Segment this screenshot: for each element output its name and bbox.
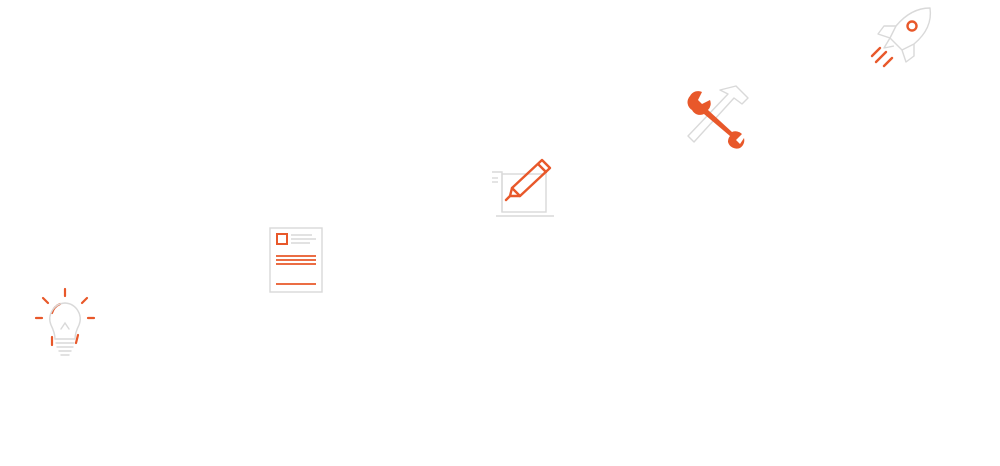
document-icon <box>269 227 323 293</box>
wrench-hammer-icon <box>687 85 749 149</box>
lightbulb-icon <box>34 287 96 356</box>
rocket-icon <box>870 7 932 68</box>
pencil-paper-icon <box>492 158 554 217</box>
